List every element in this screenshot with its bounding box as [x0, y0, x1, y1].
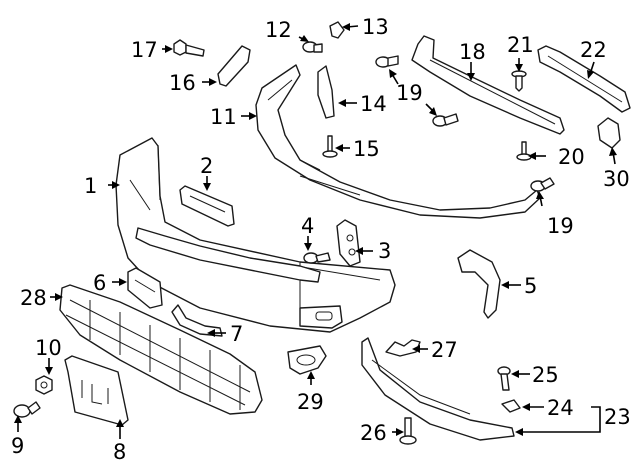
callout-19-upper: 19	[396, 81, 423, 105]
part-24-clip	[501, 399, 521, 413]
callout-14: 14	[360, 92, 387, 116]
part-11-upper-cover	[255, 64, 541, 219]
part-19-bolt-lower	[432, 113, 459, 127]
callout-5: 5	[524, 274, 537, 298]
part-30-bracket	[597, 117, 621, 149]
part-3-bracket	[336, 219, 361, 267]
callout-20: 20	[558, 145, 585, 169]
part-25-bolt	[497, 366, 511, 391]
callout-8: 8	[113, 440, 126, 464]
callout-7: 7	[230, 322, 243, 346]
part-20-pin	[516, 141, 532, 161]
part-2-bracket	[179, 185, 235, 227]
part-8-plate-bracket	[64, 355, 129, 426]
part-10-nut	[35, 375, 53, 395]
part-1-front-bumper	[115, 137, 396, 333]
part-14-deflector	[317, 65, 335, 119]
callout-27: 27	[431, 338, 458, 362]
part-26-bolt	[399, 417, 417, 445]
callout-26: 26	[360, 421, 387, 445]
callout-25: 25	[532, 363, 559, 387]
callout-11: 11	[210, 105, 237, 129]
callout-9: 9	[11, 434, 24, 458]
callout-1: 1	[84, 174, 97, 198]
callout-12: 12	[265, 18, 292, 42]
callout-2: 2	[200, 154, 213, 178]
callout-19-lower: 19	[547, 214, 574, 238]
part-21-push-clip	[511, 70, 527, 92]
callout-24: 24	[547, 396, 574, 420]
callout-17: 17	[131, 38, 158, 62]
callout-23: 23	[604, 405, 631, 429]
callout-6: 6	[93, 271, 106, 295]
part-9-bolt	[13, 401, 41, 418]
callout-18: 18	[459, 40, 486, 64]
callout-28: 28	[20, 286, 47, 310]
part-13-clip	[329, 21, 345, 39]
callout-4: 4	[301, 214, 314, 238]
leader-lines	[14, 23, 617, 439]
callout-3: 3	[378, 239, 391, 263]
part-19-bolt-right	[530, 177, 555, 192]
part-7-bracket	[171, 304, 223, 337]
part-16-bracket	[217, 45, 251, 87]
part-18-reinforcement	[411, 35, 565, 135]
part-5-side-bracket	[457, 249, 501, 319]
callout-21: 21	[507, 33, 534, 57]
callout-labels: 1 2 3 4 5 6 7 8 9 10 11 12 13 14 15 16 1…	[11, 15, 631, 464]
part-22-side-bracket	[537, 45, 631, 113]
callout-30: 30	[603, 167, 630, 191]
part-12-bolt	[302, 41, 323, 53]
part-29-fog-bezel	[287, 345, 327, 375]
part-17-bolt	[173, 39, 205, 57]
part-28-lower-grille	[59, 284, 263, 415]
part-23-lower-valance	[361, 337, 515, 441]
callout-22: 22	[580, 38, 607, 62]
part-6-bracket	[127, 267, 163, 309]
part-19-bolt-upper	[375, 55, 399, 68]
part-15-pin	[322, 135, 338, 158]
callout-16: 16	[169, 71, 196, 95]
callout-13: 13	[362, 15, 389, 39]
callout-15: 15	[353, 137, 380, 161]
part-27-bracket	[385, 339, 421, 357]
callout-29: 29	[297, 390, 324, 414]
part-4-bolt	[303, 252, 331, 264]
callout-10: 10	[35, 336, 62, 360]
